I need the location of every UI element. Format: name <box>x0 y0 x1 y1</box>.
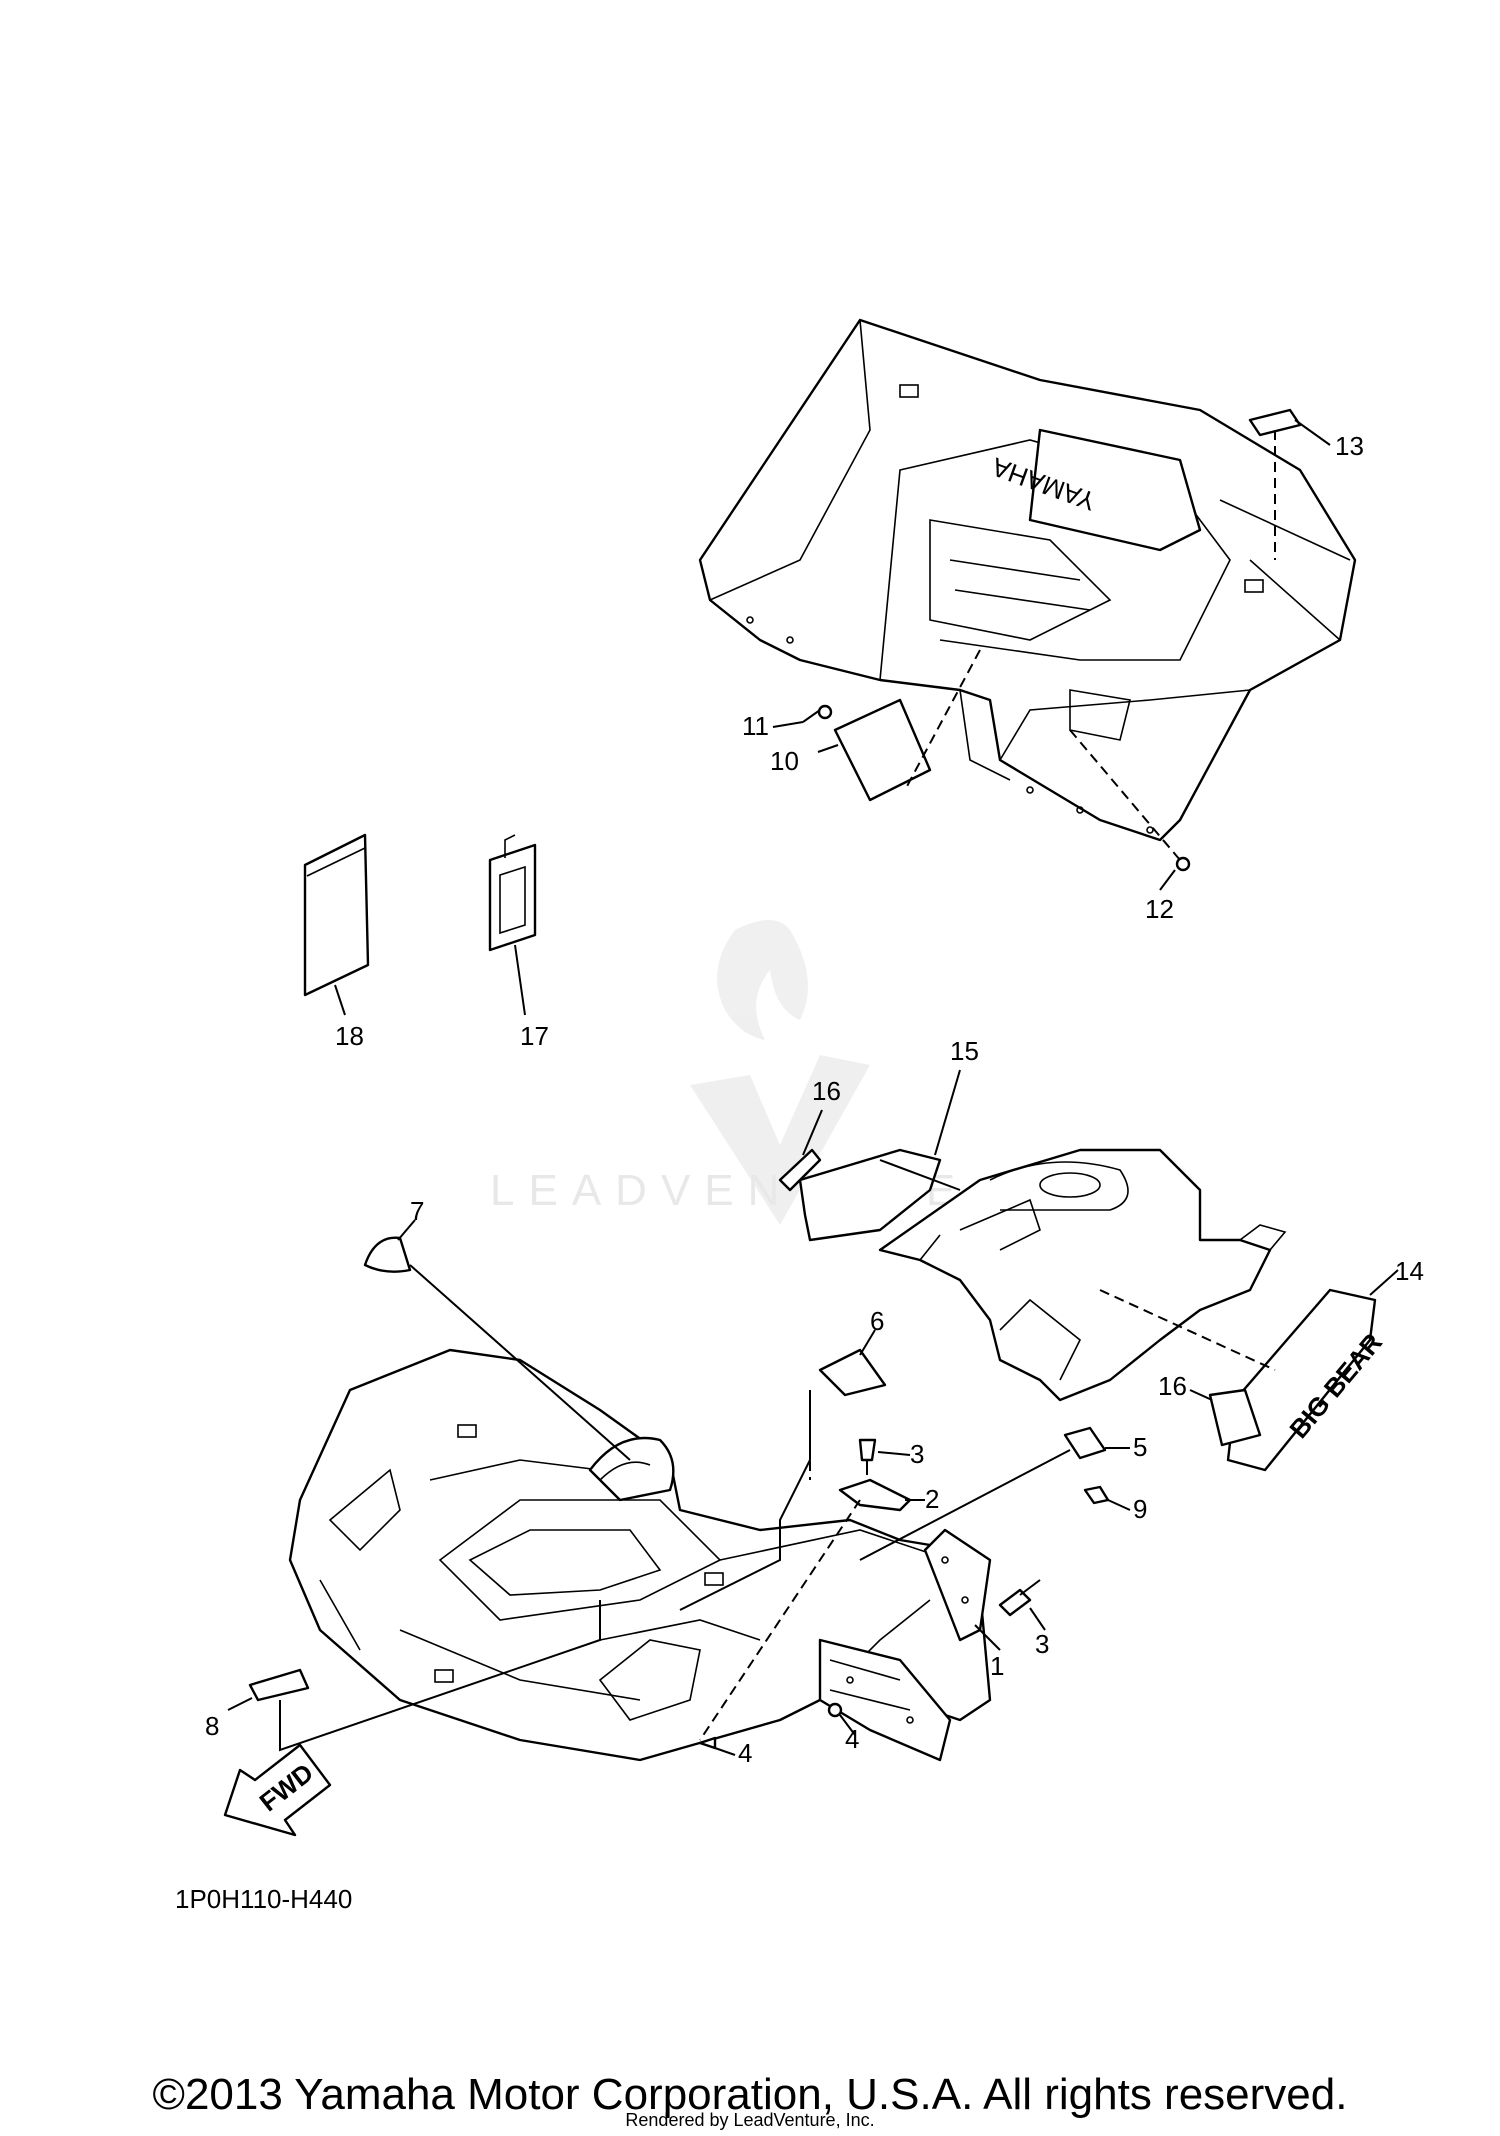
callout-2: 2 <box>925 1484 939 1514</box>
label-17 <box>488 843 537 952</box>
fwd-arrow: FWD <box>223 1743 332 1837</box>
trim-15 <box>798 1148 942 1242</box>
callout-14: 14 <box>1395 1256 1424 1286</box>
callout-12: 12 <box>1145 894 1174 924</box>
clip-4-right <box>827 1702 843 1718</box>
callout-17: 17 <box>520 1021 549 1051</box>
tank-cover <box>878 1148 1287 1402</box>
decal-9 <box>1083 1485 1110 1505</box>
emblem-14: BIG BEAR <box>1226 1288 1388 1472</box>
callout-10: 10 <box>770 746 799 776</box>
plate-10 <box>833 698 932 802</box>
rendered-by-notice: Rendered by LeadVenture, Inc. <box>625 2110 875 2130</box>
callout-8: 8 <box>205 1711 219 1741</box>
screw-11 <box>802 704 833 723</box>
callout-3-upper: 3 <box>910 1439 924 1469</box>
label-18 <box>303 833 370 997</box>
callout-13: 13 <box>1335 431 1364 461</box>
decal-6 <box>818 1348 887 1397</box>
callout-5: 5 <box>1133 1432 1147 1462</box>
decal-5 <box>1063 1426 1107 1460</box>
callout-1: 1 <box>990 1651 1004 1681</box>
panel-1 <box>923 1528 992 1642</box>
rivet-3-upper <box>858 1438 877 1475</box>
rear-fender: YAMAHA <box>698 318 1357 842</box>
callout-11: 11 <box>742 711 769 741</box>
plate-2 <box>838 1478 912 1512</box>
callout-4-right: 4 <box>845 1724 859 1754</box>
callout-16-lower: 16 <box>1158 1371 1187 1401</box>
callout-7: 7 <box>410 1196 424 1226</box>
clip-12 <box>1175 856 1191 872</box>
callout-labels: 13 11 10 12 18 17 15 16 7 14 6 16 3 5 2 … <box>205 431 1424 1768</box>
callout-15: 15 <box>950 1036 979 1066</box>
callout-4-left: 4 <box>738 1738 752 1768</box>
callout-3-lower: 3 <box>1035 1629 1049 1659</box>
clip-4-left <box>698 1736 717 1750</box>
copyright-notice: ©2013 Yamaha Motor Corporation, U.S.A. A… <box>152 2070 1348 2119</box>
front-fender <box>288 1348 992 1762</box>
decal-16-lower <box>1208 1388 1262 1447</box>
rivet-3-lower <box>998 1579 1041 1617</box>
diagram-code: 1P0H110-H440 <box>175 1884 352 1914</box>
decal-7 <box>363 1236 412 1273</box>
callout-16-upper: 16 <box>812 1076 841 1106</box>
decal-16-upper <box>778 1148 822 1192</box>
decal-13 <box>1248 408 1302 437</box>
decal-8 <box>248 1668 310 1702</box>
callout-6: 6 <box>870 1306 884 1336</box>
callout-9: 9 <box>1133 1494 1147 1524</box>
callout-18: 18 <box>335 1021 364 1051</box>
